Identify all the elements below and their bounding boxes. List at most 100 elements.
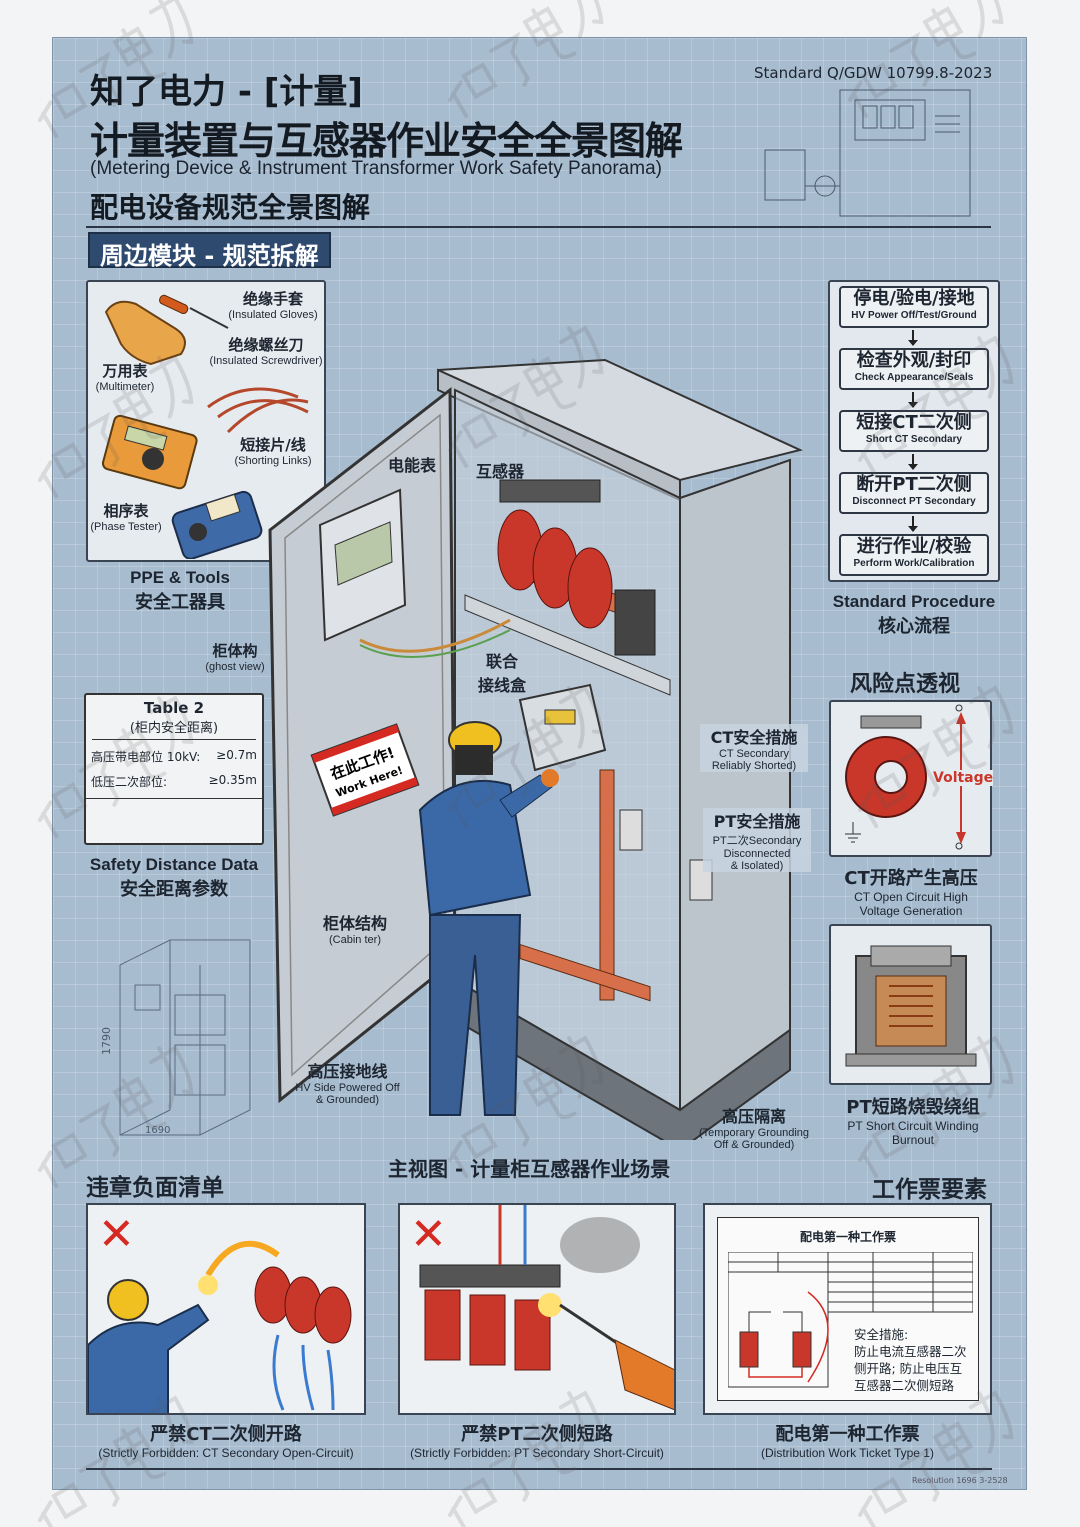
- step-cn: 断开PT二次侧: [856, 474, 972, 495]
- iso-label-cn: 高压隔离: [721, 1107, 786, 1126]
- junction-label-2: 接线盒: [477, 676, 526, 695]
- violation-pt-en: (Strictly Forbidden: PT Secondary Short-…: [410, 1446, 664, 1460]
- safety-distance-table: Table 2 (柜内安全距离) 高压带电部位 10kV:≥0.7m 低压二次部…: [84, 693, 264, 845]
- ppe-item-multimeter: 万用表 (Multimeter): [90, 360, 160, 393]
- violations-title: 违章负面清单: [86, 1175, 224, 1201]
- pt-measure-en-2: Disconnected: [723, 848, 791, 860]
- ticket-safety-measures: 安全措施: 防止电流互感器二次 侧开路; 防止电压互 互感器二次侧短路: [854, 1326, 967, 1394]
- violation-panel-pt: ✕: [398, 1203, 676, 1415]
- ground-label-en-1: HV Side Powered Off: [295, 1082, 400, 1094]
- copper-busbar-vertical: [599, 769, 615, 1001]
- row-label: 高压带电部位 10kV:: [91, 750, 201, 764]
- table-row: 高压带电部位 10kV:≥0.7m: [86, 740, 262, 765]
- measures-line: 互感器二次侧短路: [854, 1378, 955, 1393]
- ct-risk-caption: CT开路产生高压 CT Open Circuit High Voltage Ge…: [820, 864, 1002, 918]
- ticket-caption: 配电第一种工作票 (Distribution Work Ticket Type …: [703, 1420, 992, 1460]
- pt-risk-en-2: Burnout: [891, 1133, 935, 1147]
- phase-tester-label-en: (Phase Tester): [90, 521, 162, 533]
- procedure-caption: Standard Procedure 核心流程: [814, 592, 1014, 638]
- ground-label-cn: 高压接地线: [307, 1062, 388, 1081]
- pt-risk-en-1: PT Short Circuit Winding: [847, 1119, 979, 1133]
- ppe-caption-cn: 安全工器具: [135, 592, 225, 613]
- arrow-down-icon: [908, 454, 918, 470]
- cabinet-label-cn: 柜体结构: [322, 914, 387, 933]
- ct-open-circuit-illustration: [88, 1240, 352, 1413]
- multimeter-label-en: (Multimeter): [95, 381, 155, 393]
- multimeter-label-cn: 万用表: [102, 362, 148, 380]
- pt-measure-en-3: & Isolated): [730, 860, 784, 872]
- risk-title: 风险点透视: [850, 672, 961, 697]
- step-en: Check Appearance/Seals: [854, 372, 974, 383]
- standard-number: Standard Q/GDW 10799.8-2023: [754, 64, 993, 82]
- gloves-label-en: (Insulated Gloves): [228, 309, 318, 321]
- ppe-item-screwdriver: 绝缘螺丝刀 (Insulated Screwdriver): [206, 334, 326, 367]
- procedure-caption-en: Standard Procedure: [832, 592, 996, 611]
- violation-ct-en: (Strictly Forbidden: CT Secondary Open-C…: [98, 1446, 354, 1460]
- step-en: Disconnect PT Secondary: [852, 496, 976, 507]
- violation-caption-pt: 严禁PT二次侧短路 (Strictly Forbidden: PT Second…: [384, 1420, 690, 1460]
- ppe-caption: PPE & Tools 安全工器具: [80, 568, 280, 614]
- ct-measure-en-2: Reliably Shorted): [711, 760, 797, 772]
- row-value: ≥0.35m: [208, 773, 257, 787]
- step-en: Perform Work/Calibration: [853, 558, 975, 569]
- ghost-label-en: (ghost view): [205, 661, 265, 673]
- hv-isolation-label: 高压隔离 (Temporary Grounding Off & Grounded…: [690, 1103, 818, 1151]
- step-en: Short CT Secondary: [865, 434, 963, 445]
- dimension-label-2: 1690: [145, 1125, 170, 1136]
- pt-measure-cn: PT安全措施: [713, 812, 801, 831]
- table-title: Table 2: [143, 699, 205, 717]
- subtitle-cn: 配电设备规范全景图解: [90, 191, 371, 224]
- arrow-down-icon: [908, 392, 918, 408]
- violation-ct-cn: 严禁CT二次侧开路: [150, 1424, 302, 1445]
- ct-measure-cn: CT安全措施: [710, 728, 798, 747]
- brand-line: 知了电力 - [计量]: [90, 72, 363, 112]
- shorting-links-label-en: (Shorting Links): [234, 455, 312, 467]
- gloves-label-cn: 绝缘手套: [242, 290, 303, 308]
- footer-divider: [86, 1468, 992, 1470]
- cross-icon: ✕: [98, 1209, 135, 1260]
- pt-measure-label: PT安全措施 PT二次Secondary Disconnected & Isol…: [703, 808, 811, 872]
- cabinet-shelf: [464, 594, 671, 696]
- transformer-coils: [497, 479, 656, 656]
- step-cn: 检查外观/封印: [856, 350, 972, 371]
- table-row: 低压二次部位:≥0.35m: [86, 765, 262, 799]
- section-tag: 周边模块 - 规范拆解: [88, 232, 331, 270]
- measures-line: 侧开路; 防止电压互: [854, 1361, 963, 1376]
- subtitle-en: (Metering Device & Instrument Transforme…: [90, 158, 662, 179]
- ticket-caption-cn: 配电第一种工作票: [775, 1424, 920, 1445]
- ground-label-en-2: & Grounded): [316, 1094, 379, 1106]
- ct-measure-en-1: CT Secondary: [718, 748, 790, 760]
- cabinet-sketch-icon: [764, 89, 971, 217]
- arrow-down-icon: [908, 516, 918, 532]
- violation-panel-ct: ✕: [86, 1203, 366, 1415]
- cabinet-label-en: (Cabin ter): [329, 934, 381, 946]
- ghost-label-cn: 柜体构: [212, 642, 258, 660]
- measures-line: 防止电流互感器二次: [854, 1344, 967, 1359]
- violation-pt-cn: 严禁PT二次侧短路: [461, 1424, 613, 1445]
- ct-measure-label: CT安全措施 CT Secondary Reliably Shorted): [700, 724, 808, 772]
- work-ticket-document: 配电第一种工作票 安全措施: 防止电流互感器二次 侧开路; 防止电压互 互感器二…: [717, 1217, 979, 1401]
- ppe-item-shorting-links: 短接片/线 (Shorting Links): [223, 434, 323, 467]
- pt-short-circuit-illustration: [419, 1205, 674, 1411]
- pt-measure-en-1: PT二次Secondary: [712, 835, 802, 847]
- ct-risk-cn: CT开路产生高压: [844, 868, 978, 889]
- resolution-text: Resolution 1696 3-2528: [912, 1476, 1008, 1485]
- header-divider: [86, 226, 991, 228]
- step-cn: 进行作业/校验: [856, 536, 972, 557]
- ppe-item-phase-tester: 相序表 (Phase Tester): [88, 500, 164, 533]
- phase-tester-label-cn: 相序表: [103, 502, 149, 520]
- measures-line: 安全措施:: [854, 1327, 909, 1342]
- ghost-view-label: 柜体构 (ghost view): [195, 640, 275, 673]
- cross-icon: ✕: [410, 1209, 447, 1260]
- main-view-caption: 主视图 - 计量柜互感器作业场景: [388, 1157, 671, 1181]
- dimension-label: 1790: [100, 1027, 113, 1055]
- ticket-caption-en: (Distribution Work Ticket Type 1): [761, 1446, 934, 1460]
- step-en: HV Power Off/Test/Ground: [851, 310, 977, 321]
- ppe-caption-en: PPE & Tools: [130, 568, 230, 587]
- iso-label-en-1: (Temporary Grounding: [698, 1127, 810, 1139]
